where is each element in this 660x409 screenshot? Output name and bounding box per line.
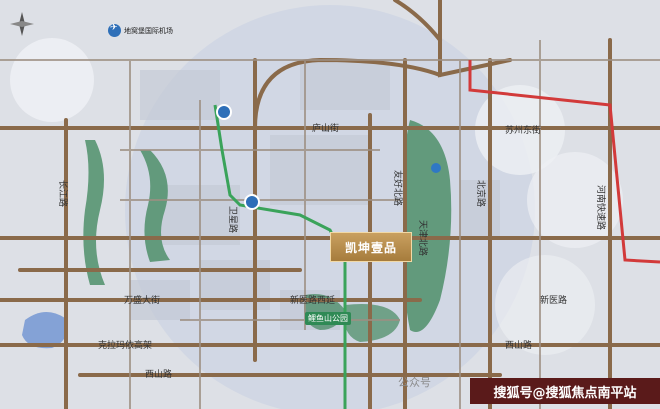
airplane-icon: [108, 23, 121, 37]
airport-name: 地窝堡国际机场: [124, 26, 173, 35]
road-label-suzhou-east: 苏州东街: [505, 124, 541, 136]
secondary-roads: [0, 40, 660, 409]
lake-shape: [22, 311, 67, 349]
road-label-tianjin: 天津北路: [417, 220, 429, 256]
road-label-lushan: 庐山街: [312, 122, 339, 134]
radius-circle-right2: [527, 152, 623, 248]
radius-circle-topleft: [10, 38, 94, 122]
road-label-weixing: 卫星路: [227, 206, 239, 233]
radius-circle-bottomright: [495, 255, 595, 355]
road-label-changjiang: 长江路: [57, 180, 69, 207]
metro-line-red: [468, 60, 660, 264]
metro-stop-icon[interactable]: [216, 104, 232, 120]
metro-stop-icon[interactable]: [244, 194, 260, 210]
road-label-xishan: 西山路: [145, 368, 172, 380]
road-label-xishan-road: 西山路: [505, 339, 532, 351]
road-label-xinyi-west: 新医路西延: [290, 294, 335, 306]
road-label-henan: 河南快速路: [595, 185, 607, 230]
road-label-xinyi-road: 新医路: [540, 294, 567, 306]
watermark-public-account: 公众号: [398, 376, 431, 389]
project-label[interactable]: 凯坤壹品: [330, 232, 412, 262]
road-label-youhao: 友好北路: [392, 170, 404, 206]
road-label-beijing: 北京路: [475, 180, 487, 207]
watermark-banner: 搜狐号@搜狐焦点南平站: [470, 378, 660, 404]
compass-icon: [10, 12, 34, 36]
park-label[interactable]: 鲤鱼山公园: [305, 312, 351, 325]
road-label-kelamayi: 克拉玛依高架: [98, 339, 152, 351]
road-label-wansheng: 万盛大街: [124, 294, 160, 306]
airport-label[interactable]: 地窝堡国际机场: [108, 23, 173, 37]
pond-shape: [431, 163, 441, 173]
